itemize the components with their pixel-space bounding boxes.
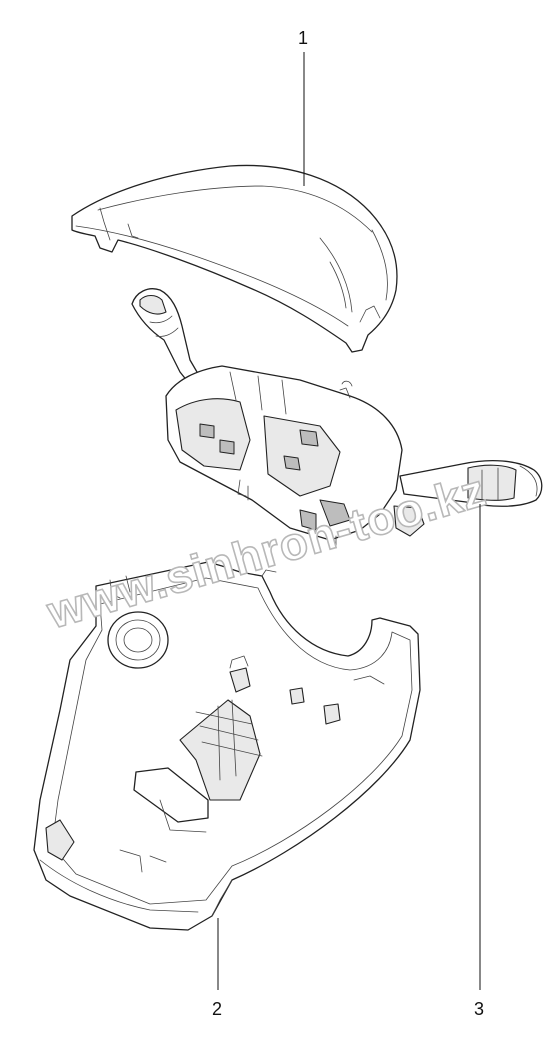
callout-3: 3 (474, 999, 484, 1019)
callout-1: 1 (298, 28, 308, 48)
callout-2: 2 (212, 999, 222, 1019)
lower-column-cover (33, 561, 421, 931)
combination-switch (131, 288, 543, 549)
upper-column-cover (71, 164, 398, 353)
